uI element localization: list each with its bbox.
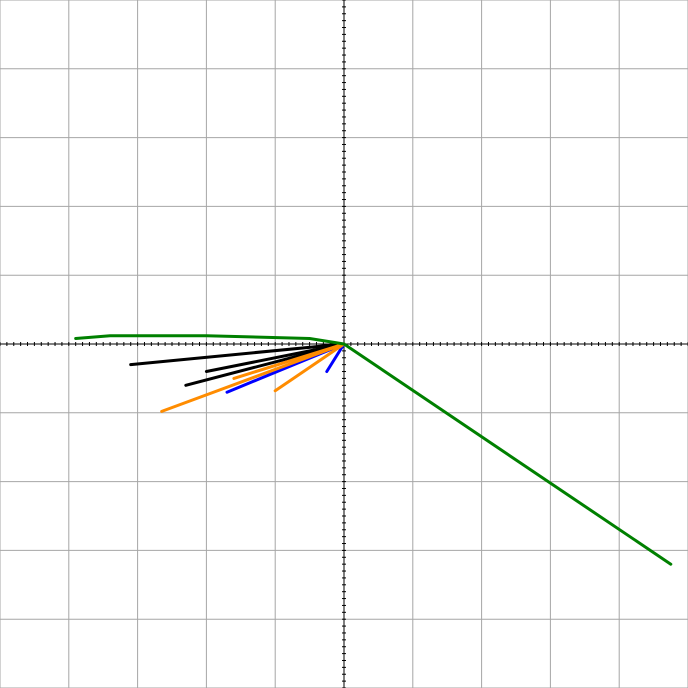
series-line-1 (129, 342, 346, 367)
series-line-11 (74, 334, 346, 346)
series-line-5 (325, 342, 346, 373)
series-line-9 (232, 342, 346, 380)
series-line-10 (342, 342, 673, 566)
series-line-3 (204, 342, 346, 373)
series-line-7 (160, 342, 346, 413)
data-series (74, 334, 673, 566)
series-line-8 (273, 342, 346, 393)
